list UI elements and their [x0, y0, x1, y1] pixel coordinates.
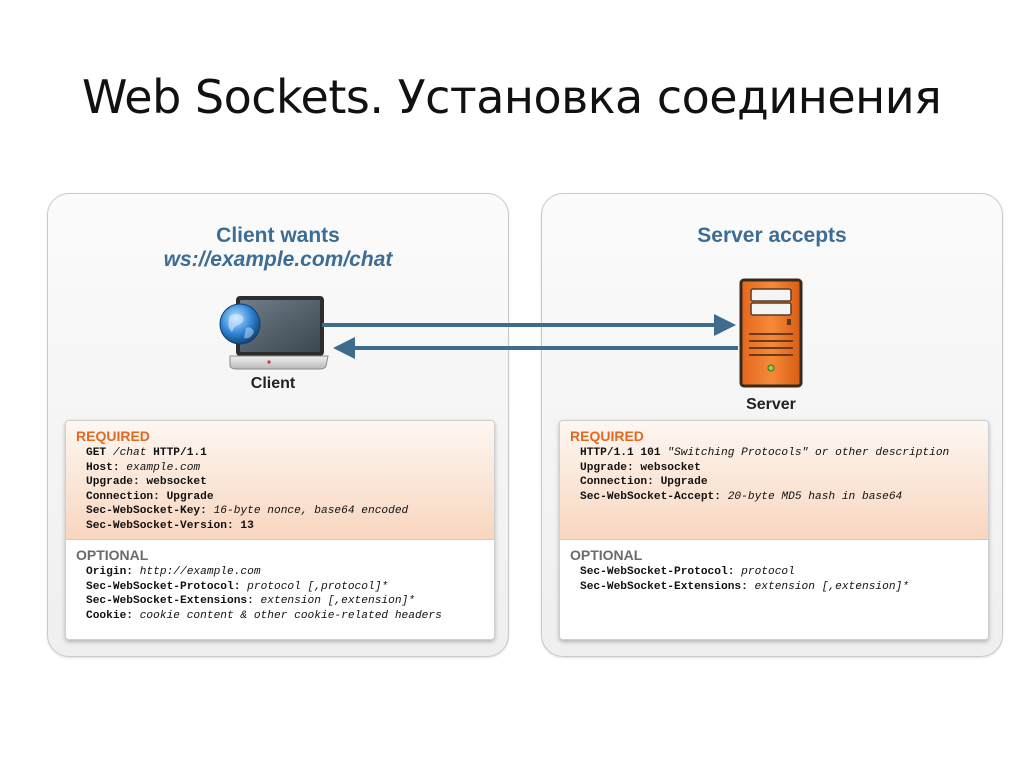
header-key: Connection: Upgrade [86, 490, 214, 503]
header-line: Sec-WebSocket-Extensions: extension [,ex… [86, 594, 494, 609]
header-key: Sec-WebSocket-Accept: [580, 490, 721, 503]
client-heading: Client wants ws://example.com/chat [48, 224, 508, 272]
header-line: Sec-WebSocket-Protocol: protocol [,proto… [86, 580, 494, 595]
header-line: Upgrade: websocket [86, 475, 494, 490]
header-line: GET /chat HTTP/1.1 [86, 446, 494, 461]
header-key: Host: [86, 461, 120, 474]
header-line: Sec-WebSocket-Protocol: protocol [580, 565, 988, 580]
server-required-title: REQUIRED [570, 428, 644, 444]
client-panel: Client wants ws://example.com/chat [47, 193, 509, 657]
header-line: Host: example.com [86, 461, 494, 476]
header-key: HTTP/1.1 101 [580, 447, 661, 459]
header-key: Sec-WebSocket-Protocol: [580, 566, 735, 578]
header-value: "Switching Protocols" or other descripti… [660, 447, 950, 459]
header-value: http://example.com [133, 566, 261, 578]
header-value: 20-byte MD5 hash in base64 [721, 490, 903, 503]
header-value: /chat [106, 447, 154, 459]
header-value: extension [,extension]* [747, 580, 909, 593]
header-key: Sec-WebSocket-Version: 13 [86, 519, 254, 532]
header-key: Upgrade: websocket [580, 461, 701, 474]
header-key: Cookie: [86, 609, 133, 622]
header-value: protocol [,protocol]* [240, 580, 389, 593]
client-required-title: REQUIRED [76, 428, 150, 444]
server-panel: Server accepts Server REQUIRED HTTP/1.1 … [541, 193, 1003, 657]
header-key: Origin: [86, 566, 133, 578]
laptop-icon [219, 296, 329, 370]
header-line: Connection: Upgrade [580, 475, 988, 490]
header-value: cookie content & other cookie-related he… [133, 609, 442, 622]
header-key: Upgrade: websocket [86, 476, 207, 489]
server-required-lines: HTTP/1.1 101 "Switching Protocols" or ot… [580, 446, 988, 504]
server-optional-title: OPTIONAL [570, 547, 643, 563]
header-line: Sec-WebSocket-Version: 13 [86, 519, 494, 534]
server-optional-section: OPTIONAL Sec-WebSocket-Protocol: protoco… [560, 540, 988, 639]
header-line: Sec-WebSocket-Extensions: extension [,ex… [580, 580, 988, 595]
header-key: Sec-WebSocket-Key: [86, 505, 207, 518]
client-url: ws://example.com/chat [163, 248, 393, 271]
header-key: Sec-WebSocket-Extensions: [580, 580, 748, 593]
header-key: Sec-WebSocket-Extensions: [86, 595, 254, 608]
client-optional-title: OPTIONAL [76, 547, 149, 563]
header-line: Sec-WebSocket-Accept: 20-byte MD5 hash i… [580, 490, 988, 505]
client-heading-text: Client wants [216, 224, 340, 247]
header-line: Cookie: cookie content & other cookie-re… [86, 609, 494, 624]
server-headers-box: REQUIRED HTTP/1.1 101 "Switching Protoco… [559, 420, 989, 640]
header-line: Connection: Upgrade [86, 490, 494, 505]
server-icon [739, 278, 803, 388]
header-line: Upgrade: websocket [580, 461, 988, 476]
header-key: Sec-WebSocket-Protocol: [86, 580, 241, 593]
header-key: GET [86, 447, 107, 459]
slide-title: Web Sockets. Установка соединения [82, 70, 942, 124]
server-heading: Server accepts [697, 224, 847, 247]
header-line: HTTP/1.1 101 "Switching Protocols" or ot… [580, 446, 988, 461]
header-line: Sec-WebSocket-Key: 16-byte nonce, base64… [86, 504, 494, 519]
server-required-section: REQUIRED HTTP/1.1 101 "Switching Protoco… [560, 421, 988, 540]
header-value: example.com [119, 461, 201, 474]
header-key: Connection: Upgrade [580, 476, 708, 489]
server-label: Server [746, 396, 796, 413]
header-value: 16-byte nonce, base64 encoded [206, 505, 409, 518]
header-line: Origin: http://example.com [86, 565, 494, 580]
header-key: HTTP/1.1 [153, 447, 207, 459]
header-value: protocol [734, 566, 795, 578]
client-label: Client [250, 375, 296, 392]
header-value: extension [,extension]* [253, 595, 415, 608]
